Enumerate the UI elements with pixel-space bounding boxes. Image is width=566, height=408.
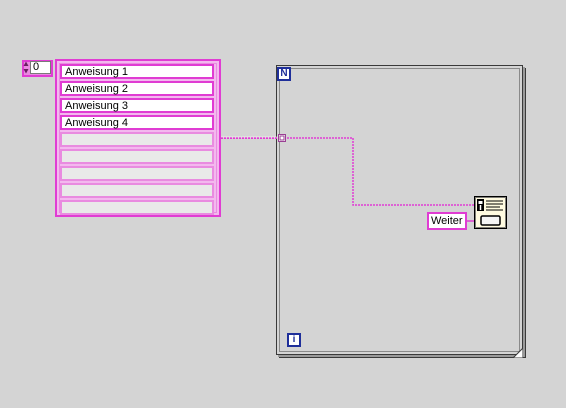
array-index-value[interactable]: 0 [30,61,51,74]
button-name-constant[interactable]: Weiter [427,212,467,230]
one-button-dialog-subvi[interactable] [474,196,507,229]
array-element-1[interactable]: Anweisung 1 [60,64,214,79]
array-element-empty[interactable] [60,132,214,147]
auto-index-tunnel[interactable] [278,134,286,142]
array-index-control[interactable]: 0 [22,60,53,77]
array-element-empty[interactable] [60,183,214,198]
decrement-arrow-icon[interactable] [23,68,29,74]
increment-arrow-icon[interactable] [23,61,29,67]
one-button-dialog-icon [474,196,507,229]
for-loop-inner-border [279,68,520,352]
tunnel-index-icon [279,135,285,141]
loop-count-terminal[interactable]: N [277,67,291,81]
array-element-4[interactable]: Anweisung 4 [60,115,214,130]
string-array-wire[interactable] [221,136,278,139]
loop-resize-corner-icon[interactable] [511,345,524,359]
array-element-3[interactable]: Anweisung 3 [60,98,214,113]
array-element-empty[interactable] [60,166,214,181]
string-array-constant[interactable]: Anweisung 1 Anweisung 2 Anweisung 3 Anwe… [55,59,221,217]
loop-iteration-terminal[interactable]: i [287,333,301,347]
array-element-empty[interactable] [60,200,214,215]
array-element-2[interactable]: Anweisung 2 [60,81,214,96]
array-element-empty[interactable] [60,149,214,164]
